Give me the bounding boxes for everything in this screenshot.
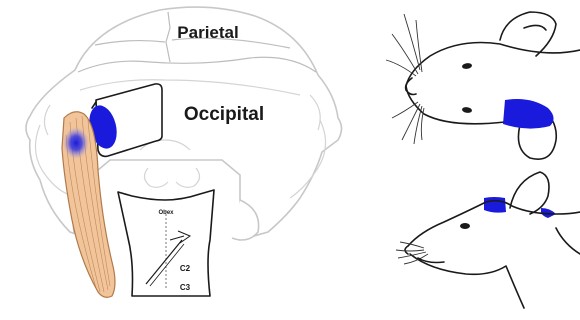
occipital-condyle-right: [176, 168, 200, 187]
lateral-blue-patch: [484, 197, 506, 213]
occipital-condyle-left: [144, 168, 168, 187]
dorsal-blue-patch: [503, 99, 554, 129]
rat-ear-top-inner: [524, 25, 546, 30]
label-obex: Obex: [158, 210, 174, 216]
rat-head-lateral-view: [396, 172, 580, 308]
label-occipital: Occipital: [184, 104, 264, 125]
rat-neck: [556, 228, 580, 254]
rat-nose: [405, 246, 408, 254]
rat-eye-upper: [462, 63, 473, 70]
rat-head-outline: [406, 43, 580, 124]
rat-ear-top: [500, 12, 556, 56]
rat-eye-lower: [462, 107, 473, 114]
skull-diagram: Parietal Occipital Obex C2 C3: [26, 7, 342, 297]
label-c3: C3: [180, 283, 191, 292]
rat-head-dorsal-view: [386, 12, 580, 159]
rat-whiskers-dorsal: [386, 14, 424, 144]
label-parietal: Parietal: [177, 23, 238, 42]
rat-eye-lateral: [460, 223, 470, 229]
muscle-injection-spot: [63, 127, 89, 159]
label-c2: C2: [180, 264, 191, 273]
